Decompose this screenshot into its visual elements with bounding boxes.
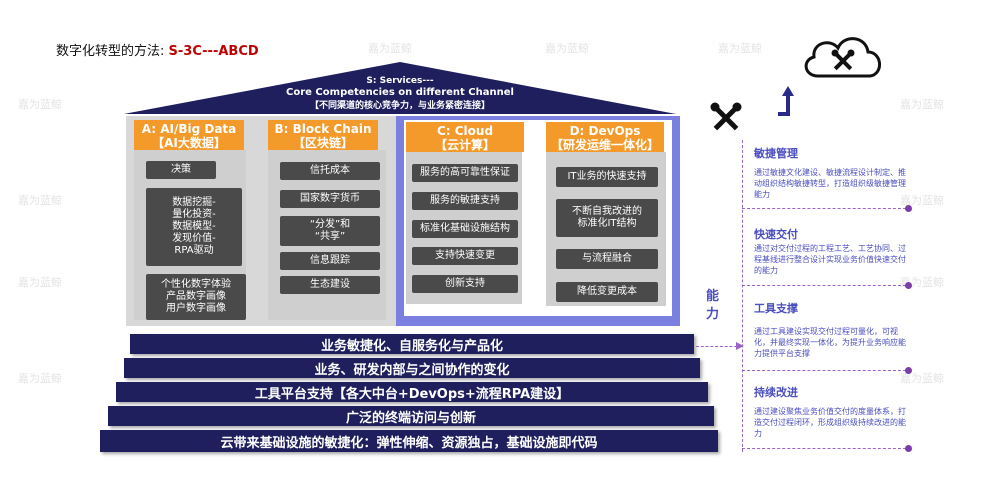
column-a-head: A: AI/Big Data 【AI大数据】 [134, 120, 244, 150]
column-d-head: D: DevOps 【研发运维一体化】 [544, 120, 666, 154]
column-a-item: 个性化数字体验 产品数字画像 用户数字画像 [146, 274, 246, 320]
capability-title: 工具支撑 [754, 302, 798, 315]
column-b-item: “分发”和 “共享” [280, 216, 380, 246]
column-d-item: 降低变更成本 [556, 282, 658, 302]
up-arrow-icon [778, 86, 794, 116]
capability-dot [905, 445, 912, 452]
watermark: 嘉为蓝鲸 [900, 98, 944, 111]
watermark: 嘉为蓝鲸 [718, 42, 762, 55]
roof-line-1: S: Services--- [366, 76, 434, 86]
foundation-bar: 广泛的终端访问与创新 [108, 406, 714, 426]
capability-divider [742, 285, 906, 286]
watermark: 嘉为蓝鲸 [900, 372, 944, 385]
foundation-bar: 业务敏捷化、自服务化与产品化 [130, 334, 694, 354]
cloud-tools-icon [804, 37, 881, 78]
column-c-item: 标准化基础设施结构 [412, 220, 518, 238]
column-c-item: 服务的高可靠性保证 [412, 164, 518, 182]
ability-label: 能 力 [706, 289, 720, 322]
column-a-item: 数据挖掘- 量化投资- 数据模型- 发现价值- RPA驱动 [146, 188, 242, 266]
capability-axis [742, 140, 743, 452]
column-b-item: 信息跟踪 [280, 252, 380, 270]
watermark: 嘉为蓝鲸 [18, 98, 62, 111]
column-b-item: 生态建设 [280, 276, 380, 294]
column-d-item: 不断自我改进的 标准化IT结构 [556, 199, 658, 237]
column-b-head: B: Block Chain 【区块链】 [268, 120, 378, 150]
tools-icon [710, 102, 742, 131]
column-c-item: 支持快速变更 [412, 247, 518, 265]
foundation-bar: 云带来基础设施的敏捷化：弹性伸缩、资源独占，基础设施即代码 [100, 430, 718, 452]
capability-divider [742, 208, 906, 209]
capability-dot [905, 367, 912, 374]
page-title: 数字化转型的方法: S-3C---ABCD [56, 40, 259, 59]
capability-desc: 通过敏捷文化建设、敏捷流程设计制定、推动组织结构敏捷转型，打造组织级敏捷管理能力 [754, 168, 906, 199]
arrow-right-icon [736, 342, 744, 350]
title-prefix: 数字化转型的方法: [56, 44, 169, 59]
watermark: 嘉为蓝鲸 [368, 42, 412, 55]
watermark: 嘉为蓝鲸 [18, 372, 62, 385]
roof-line-3: 【不同渠道的核心竞争力，与业务紧密连接】 [309, 101, 490, 111]
capability-desc: 通过建设聚焦业务价值交付的度量体系，打造交付过程闭环，形成组织级持续改进的能力 [754, 407, 906, 438]
roof-line-2: Core Competencies on different Channel [286, 87, 514, 98]
watermark: 嘉为蓝鲸 [18, 194, 62, 207]
column-a-item: 决策 [146, 161, 216, 179]
ability-connector [696, 346, 742, 347]
capability-desc: 通过工具建设实现交付过程可量化，可视化，并最终实现一体化，为提升业务响应能力提供… [754, 327, 906, 358]
column-c-item: 创新支持 [412, 275, 518, 293]
capability-dot [905, 282, 912, 289]
watermark: 嘉为蓝鲸 [18, 276, 62, 289]
column-b-item: 国家数字货币 [280, 190, 380, 208]
capability-title: 快速交付 [754, 228, 798, 241]
foundation-bar: 工具平台支持【各大中台+DevOps+流程RPA建设】 [116, 382, 708, 402]
capability-desc: 通过对交付过程的工程工艺、工艺协同、过程基线进行整合设计实现业务价值快速交付的能… [754, 244, 906, 275]
column-c-item: 服务的敏捷支持 [412, 192, 518, 210]
capability-dot [905, 205, 912, 212]
capability-title: 敏捷管理 [754, 147, 798, 160]
capability-divider [742, 370, 906, 371]
column-b-item: 信托成本 [280, 162, 380, 180]
title-highlight: S-3C---ABCD [168, 44, 259, 59]
watermark: 嘉为蓝鲸 [900, 194, 944, 207]
column-d-item: 与流程融合 [556, 249, 658, 269]
column-d-item: IT业务的快速支持 [556, 167, 658, 187]
foundation-bar: 业务、研发内部与之间协作的变化 [124, 358, 700, 378]
roof [124, 62, 676, 114]
column-c-head: C: Cloud 【云计算】 [404, 120, 526, 154]
watermark: 嘉为蓝鲸 [545, 42, 589, 55]
capability-divider [742, 448, 906, 449]
capability-title: 持续改进 [754, 386, 798, 399]
